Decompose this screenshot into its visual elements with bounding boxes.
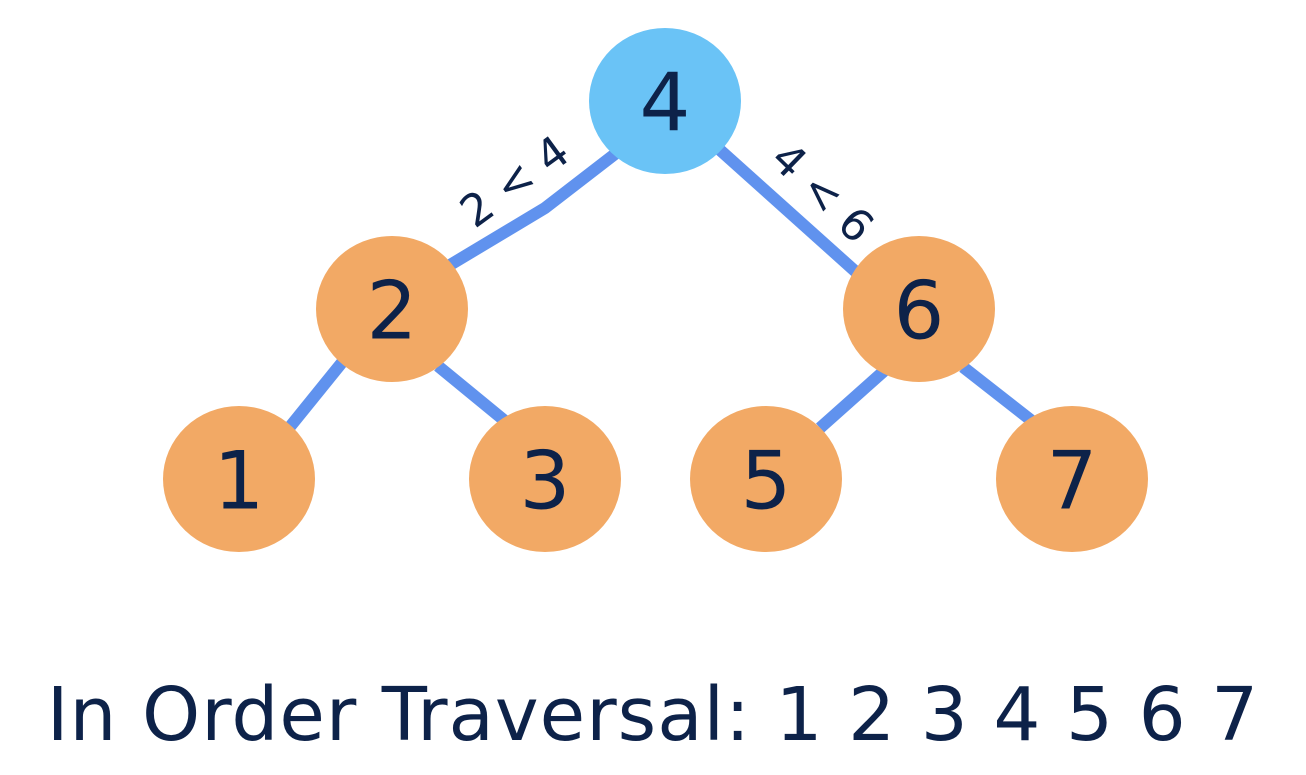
node-label-1: 1: [214, 435, 265, 528]
node-circle-1: [163, 406, 315, 552]
node-label-7: 7: [1047, 435, 1098, 528]
node-label-2: 2: [367, 265, 418, 358]
edge-2-3: [434, 361, 509, 426]
tree-node-4: 4: [589, 28, 741, 174]
tree-node-1: 1: [163, 406, 315, 552]
node-label-5: 5: [741, 435, 792, 528]
node-circle-7: [996, 406, 1148, 552]
node-circle-2: [316, 236, 468, 382]
node-label-4: 4: [640, 57, 691, 150]
node-circle-6: [843, 236, 995, 382]
tree-node-5: 5: [690, 406, 842, 552]
node-circle-4: [589, 28, 741, 174]
tree-node-6: 6: [843, 236, 995, 382]
tree-node-7: 7: [996, 406, 1148, 552]
edge-2-1: [284, 356, 349, 432]
in-order-traversal-caption: In Order Traversal: 1 2 3 4 5 6 7: [46, 672, 1260, 758]
node-circle-5: [690, 406, 842, 552]
node-circle-3: [469, 406, 621, 552]
nodes-layer: 4 2 6 1 3 5 7: [163, 28, 1148, 552]
edge-4-6: [715, 145, 861, 277]
node-label-6: 6: [894, 265, 945, 358]
edge-6-5: [816, 366, 888, 433]
edge-6-7: [959, 362, 1036, 426]
edge-4-2: [446, 149, 619, 271]
tree-node-3: 3: [469, 406, 621, 552]
edges-layer: [284, 145, 1036, 433]
node-label-3: 3: [520, 435, 571, 528]
tree-node-2: 2: [316, 236, 468, 382]
